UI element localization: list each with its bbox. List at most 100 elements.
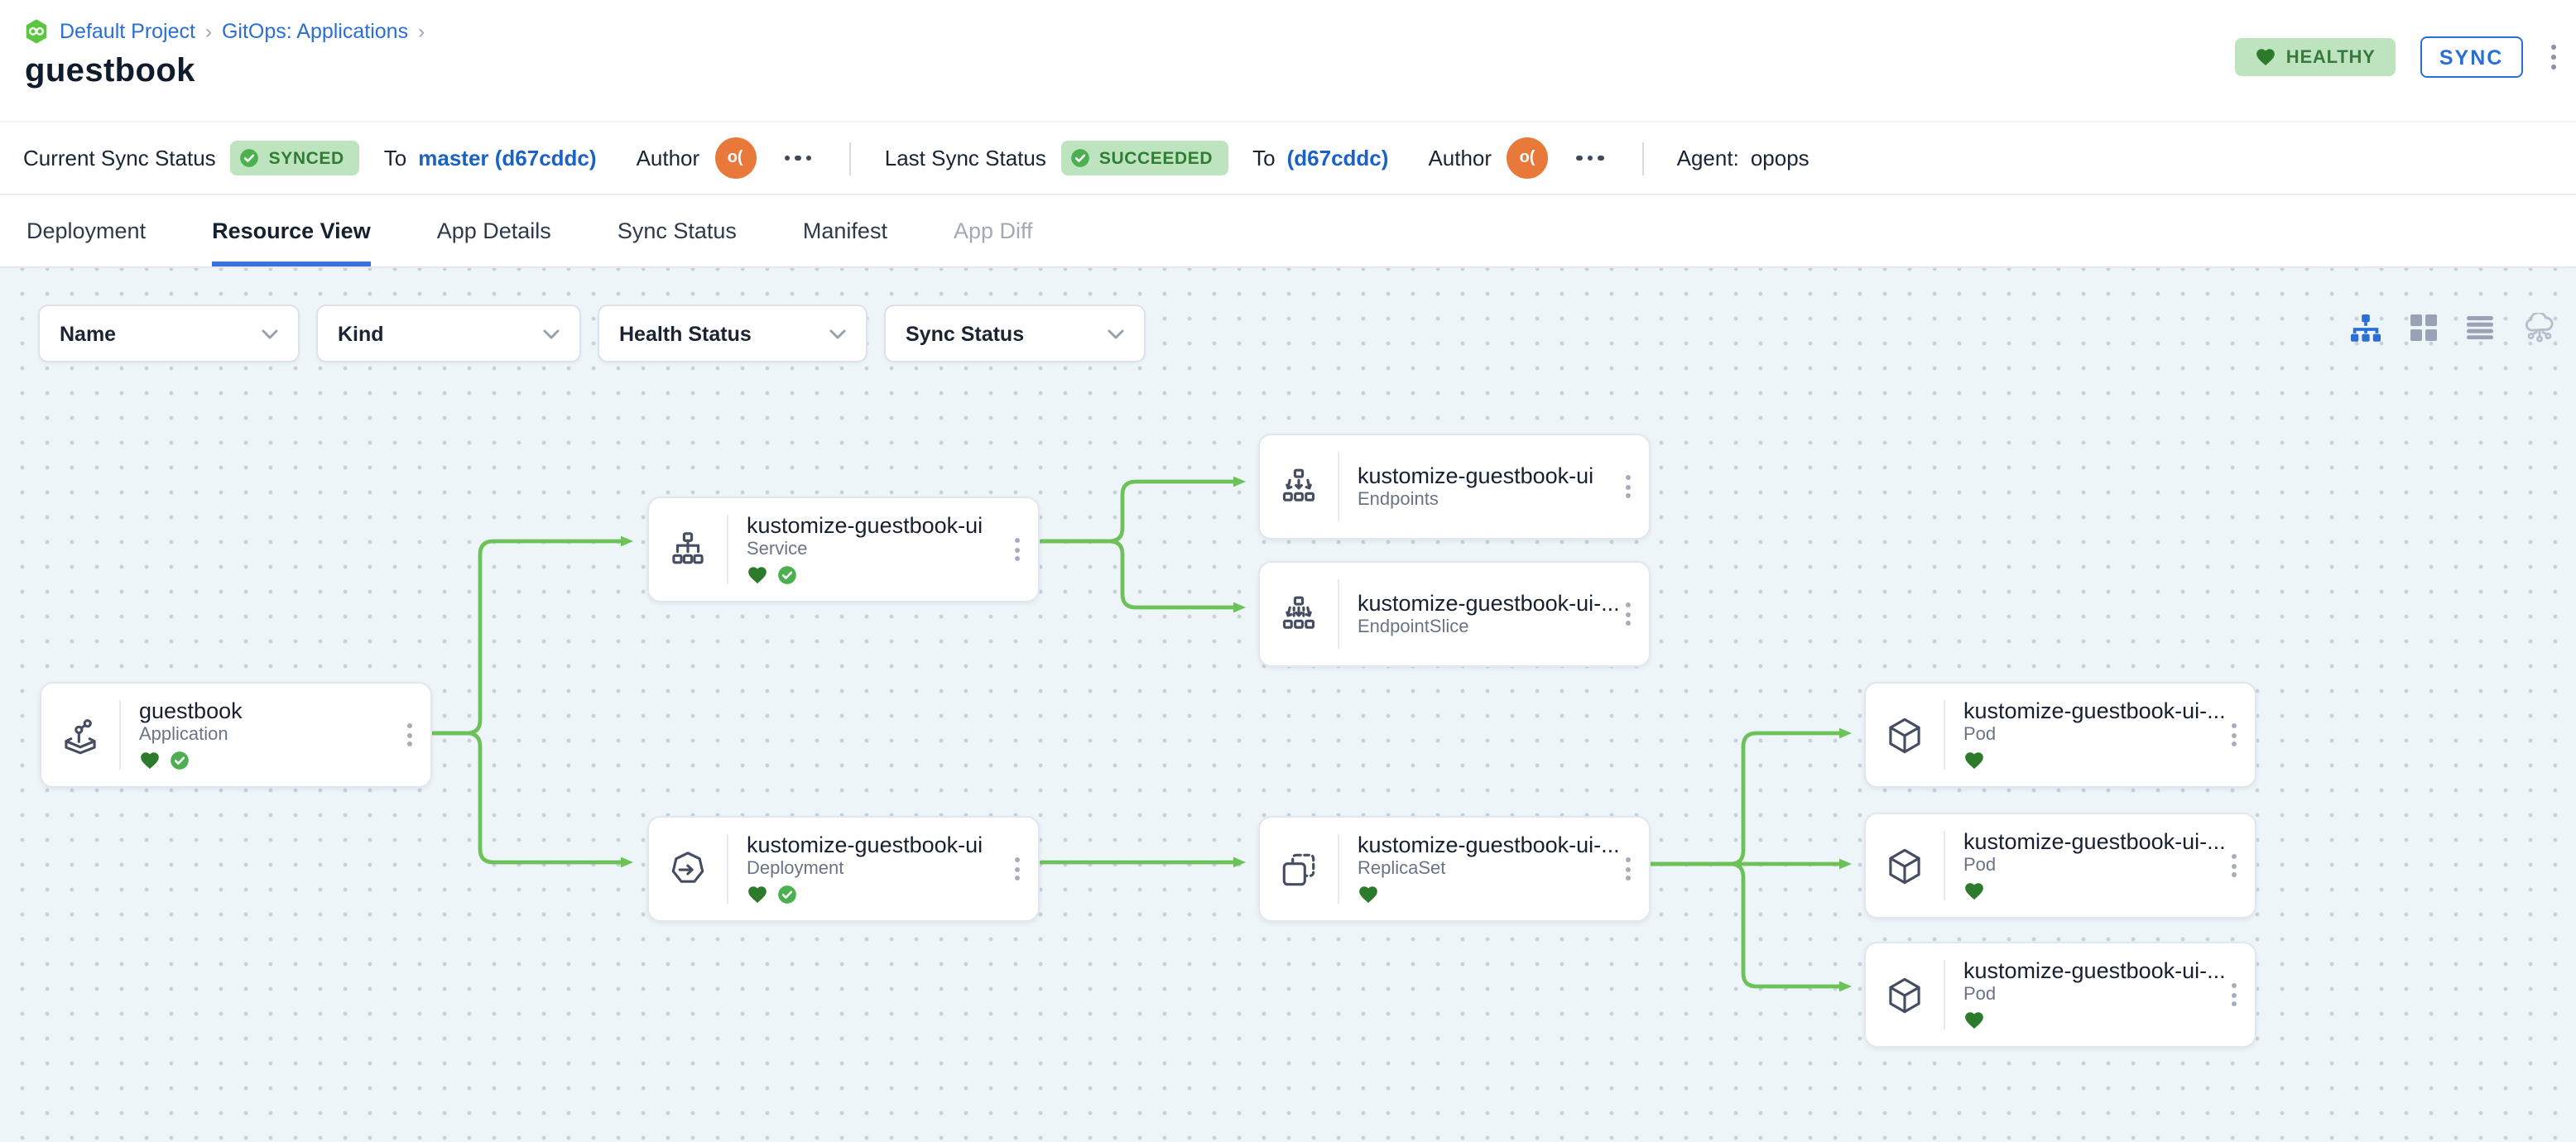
node-status-icons <box>1358 884 1619 905</box>
node-kebab-menu-icon[interactable] <box>1008 531 1026 568</box>
resource-node-endpointslice-eps[interactable]: kustomize-guestbook-ui-...EndpointSlice <box>1258 561 1651 667</box>
author-label: Author <box>636 146 700 170</box>
node-kebab-menu-icon[interactable] <box>1619 596 1637 632</box>
resource-node-pod-pod2[interactable]: kustomize-guestbook-ui-...Pod <box>1864 813 2256 919</box>
endpointslice-icon <box>1260 593 1338 635</box>
filter-label: Name <box>60 322 117 345</box>
breadcrumb-project-link[interactable]: Default Project <box>60 20 195 43</box>
synced-badge: SYNCED <box>230 141 359 175</box>
author-avatar[interactable]: o( <box>1507 137 1549 179</box>
filter-name-dropdown[interactable]: Name <box>38 305 300 362</box>
node-kind: Service <box>747 540 808 559</box>
tab-deployment[interactable]: Deployment <box>26 218 147 242</box>
tab-app-diff: App Diff <box>953 218 1033 242</box>
to-label: To <box>383 146 407 170</box>
node-body: kustomize-guestbook-ui-...Pod <box>1945 829 2225 902</box>
last-sync-status-label: Last Sync Status <box>884 146 1046 170</box>
tab-resource-view[interactable]: Resource View <box>212 195 371 266</box>
filter-bar: Name Kind Health Status Sync Status <box>38 305 1146 362</box>
resource-node-pod-pod1[interactable]: kustomize-guestbook-ui-...Pod <box>1864 682 2256 788</box>
edge-svc-to-ep <box>1039 476 1246 544</box>
node-divider <box>1338 579 1339 649</box>
agent-label: Agent: <box>1676 146 1739 170</box>
list-view-button[interactable] <box>2467 316 2493 339</box>
replicaset-icon <box>1260 848 1338 890</box>
synced-check-icon <box>171 751 189 770</box>
chevron-down-icon <box>543 329 560 338</box>
divider <box>1641 142 1644 175</box>
node-title: kustomize-guestbook-ui-... <box>1963 958 2225 983</box>
tab-manifest[interactable]: Manifest <box>802 218 887 242</box>
node-title: kustomize-guestbook-ui-... <box>1358 833 1619 857</box>
node-title: kustomize-guestbook-ui <box>747 513 983 538</box>
healthy-heart-icon <box>748 886 767 904</box>
node-kebab-menu-icon[interactable] <box>2225 717 2243 753</box>
breadcrumb: Default Project › GitOps: Applications › <box>23 18 425 45</box>
grid-view-icon <box>2410 314 2437 341</box>
healthy-heart-icon <box>1359 886 1377 904</box>
page-title: guestbook <box>25 53 195 89</box>
author-avatar[interactable]: o( <box>714 137 757 179</box>
app-menu-kebab-icon[interactable] <box>2548 41 2559 72</box>
edge-rs-to-pod1 <box>1648 727 1852 866</box>
tree-view-icon <box>2351 314 2381 342</box>
chevron-down-icon <box>262 329 278 338</box>
edge-rs-to-pod3 <box>1648 861 1852 992</box>
healthy-heart-icon <box>748 567 767 584</box>
node-kind: EndpointSlice <box>1358 617 1469 637</box>
node-kebab-menu-icon[interactable] <box>1619 468 1637 505</box>
cluster-view-button[interactable] <box>2523 313 2556 343</box>
node-kebab-menu-icon[interactable] <box>1008 851 1026 887</box>
commit-details-ellipsis-icon[interactable] <box>779 150 817 166</box>
grid-view-button[interactable] <box>2410 314 2437 341</box>
node-title: guestbook <box>139 698 243 723</box>
filter-health-status-dropdown[interactable]: Health Status <box>598 305 867 362</box>
resource-tree-edges <box>426 476 1852 992</box>
author-label: Author <box>1428 146 1492 170</box>
breadcrumb-separator: › <box>204 20 212 43</box>
node-title: kustomize-guestbook-ui-... <box>1963 698 2225 723</box>
node-kebab-menu-icon[interactable] <box>1619 851 1637 887</box>
edge-app-to-dep <box>426 731 633 868</box>
node-kebab-menu-icon[interactable] <box>2225 976 2243 1013</box>
tab-bar: Deployment Resource View App Details Sync S… <box>0 195 2576 268</box>
node-status-icons <box>1963 880 2225 902</box>
commit-details-ellipsis-icon[interactable] <box>1571 150 1609 166</box>
sync-button[interactable]: SYNC <box>2420 36 2523 78</box>
last-sync-target-link[interactable]: (d67cddc) <box>1286 146 1389 170</box>
filter-sync-status-dropdown[interactable]: Sync Status <box>884 305 1146 362</box>
tree-view-button[interactable] <box>2351 314 2381 342</box>
view-toggles <box>2351 313 2556 343</box>
node-kebab-menu-icon[interactable] <box>401 717 419 753</box>
node-title: kustomize-guestbook-ui <box>747 833 983 857</box>
endpoints-icon <box>1260 466 1338 507</box>
gitops-logo-icon <box>23 18 50 45</box>
graph-canvas[interactable]: Name Kind Health Status Sync Status guestbo… <box>0 268 2576 1142</box>
tab-app-details[interactable]: App Details <box>436 218 551 242</box>
to-label: To <box>1252 146 1276 170</box>
breadcrumb-section-link[interactable]: GitOps: Applications <box>221 20 409 43</box>
healthy-heart-icon <box>1965 1012 1983 1029</box>
healthy-heart-icon <box>1965 883 1983 900</box>
succeeded-badge: SUCCEEDED <box>1060 141 1228 175</box>
node-title: kustomize-guestbook-ui-... <box>1963 829 2225 854</box>
resource-node-pod-pod3[interactable]: kustomize-guestbook-ui-...Pod <box>1864 942 2256 1048</box>
synced-badge-label: SYNCED <box>268 148 344 168</box>
current-sync-target-link[interactable]: master (d67cddc) <box>418 146 597 170</box>
filter-kind-dropdown[interactable]: Kind <box>316 305 581 362</box>
tab-sync-status[interactable]: Sync Status <box>617 218 737 242</box>
application-icon <box>41 714 119 756</box>
healthy-heart-icon <box>1965 752 1983 770</box>
resource-node-replicaset-rs[interactable]: kustomize-guestbook-ui-...ReplicaSet <box>1258 816 1651 922</box>
node-kebab-menu-icon[interactable] <box>2225 847 2243 884</box>
deployment-icon <box>649 848 727 890</box>
check-circle-icon <box>240 149 259 167</box>
check-circle-icon <box>1071 149 1089 167</box>
